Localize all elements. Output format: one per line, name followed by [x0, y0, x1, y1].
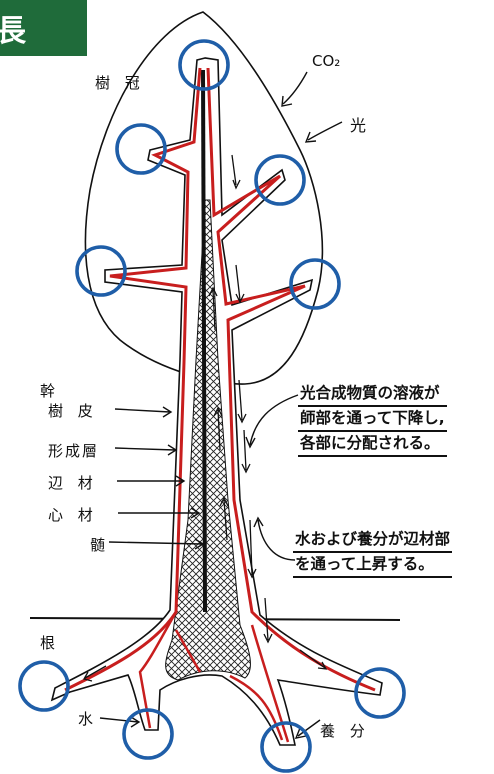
note-upward-line-1: 水および養分が辺材部	[293, 528, 452, 553]
label-bark: 樹 皮	[48, 400, 98, 421]
label-cambium: 形成層	[48, 440, 99, 461]
label-heartwood: 心 材	[48, 504, 98, 525]
note-upward: 水および養分が辺材部 を通って上昇する。	[293, 528, 452, 578]
label-sapwood: 辺 材	[48, 472, 98, 493]
label-co2: CO₂	[312, 52, 340, 70]
note-downward-line-1: 光合成物質の溶液が	[298, 382, 447, 407]
label-pith: 髄	[90, 534, 105, 555]
label-root: 根	[40, 632, 55, 653]
pith-line	[203, 70, 205, 612]
note-downward-line-2: 師部を通って下降し,	[298, 407, 447, 432]
label-water: 水	[78, 708, 93, 729]
label-light: 光	[350, 112, 366, 136]
label-crown: 樹 冠	[95, 72, 145, 93]
label-nutrients: 養 分	[320, 720, 370, 741]
note-upward-line-2: を通って上昇する。	[293, 553, 452, 578]
label-trunk: 幹	[40, 380, 55, 401]
note-downward-line-3: 各部に分配される。	[298, 432, 447, 457]
note-downward: 光合成物質の溶液が 師部を通って下降し, 各部に分配される。	[298, 382, 447, 457]
